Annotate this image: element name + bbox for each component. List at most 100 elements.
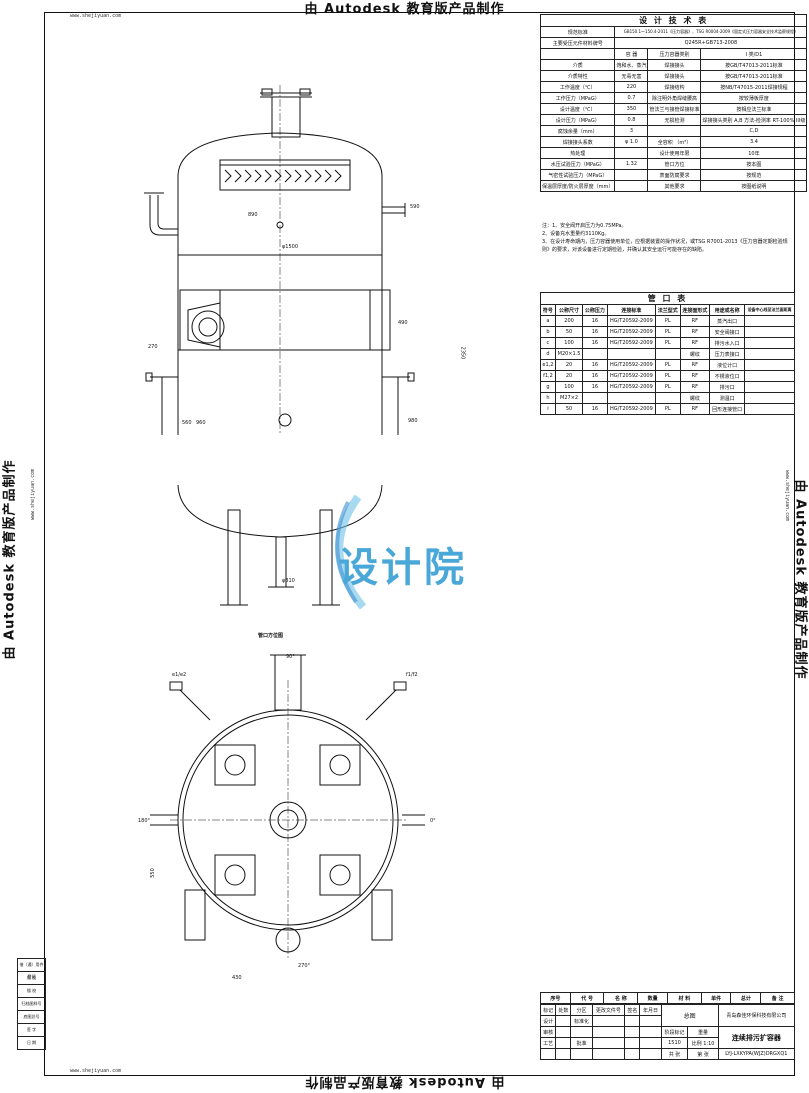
design-notes: 注：1、安全阀开启压力为0.75MPa。 2、设备充水重量约3110Kg。 3、…: [542, 222, 792, 254]
nozzle-cell: 16: [583, 327, 607, 338]
nozzle-cell: [607, 393, 656, 404]
nozzle-cell: 16: [583, 338, 607, 349]
nozzle-cell: 液位计口: [710, 360, 745, 371]
dim-right-top: 590: [410, 204, 420, 210]
nozzle-table: 管 口 表 符号公称尺寸公称压力连接标准法兰型式连接面形式用途或名称设备中心线至…: [540, 292, 795, 415]
nozzle-cell: [583, 393, 607, 404]
nozzle-cell: 回形连接管口: [710, 404, 745, 415]
nozzle-cell: c: [541, 338, 556, 349]
nozzle-cell: [745, 327, 795, 338]
nozzle-cell: [745, 316, 795, 327]
nozzle-cell: 100: [555, 382, 582, 393]
nozzle-cell: HG/T20592-2009: [607, 371, 656, 382]
site-url-top-left: www.shejiyuan.com: [70, 13, 121, 19]
nozzle-cell: 不锈液位口: [710, 371, 745, 382]
nozzle-cell: 16: [583, 382, 607, 393]
dim-right-mid: 490: [398, 320, 408, 326]
site-url-right: www.shejiyuan.com: [784, 470, 790, 521]
nozzle-cell: RF: [680, 404, 710, 415]
nozzle-cell: PL: [656, 382, 680, 393]
nozzle-cell: e1,2: [541, 360, 556, 371]
dim-left-inlet: 270: [148, 344, 158, 350]
nozzle-cell: h: [541, 393, 556, 404]
nozzle-cell: 20: [555, 360, 582, 371]
nozzle-cell: [745, 393, 795, 404]
dim-orientation-width: 430: [232, 975, 242, 981]
nozzle-cell: RF: [680, 382, 710, 393]
nozzle-cell: M27×2: [555, 393, 582, 404]
nozzle-cell: 16: [583, 316, 607, 327]
nozzle-cell: RF: [680, 360, 710, 371]
site-url-bottom-left: www.shejiyuan.com: [70, 1068, 121, 1074]
drawing-number: LYJ-LXKYPA(WJZ)DRGXQ1: [718, 1049, 794, 1060]
nozzle-cell: RF: [680, 316, 710, 327]
nozzle-cell: b: [541, 327, 556, 338]
tech-table-title: 设 计 技 术 表: [541, 15, 807, 27]
nozzle-cell: 16: [583, 404, 607, 415]
dim-total-height: 2350: [459, 347, 465, 360]
nozzle-cell: PL: [656, 360, 680, 371]
nozzle-cell: RF: [680, 338, 710, 349]
nozzle-cell: 100: [555, 338, 582, 349]
nozzle-cell: RF: [680, 371, 710, 382]
nozzle-cell: [745, 349, 795, 360]
nozzle-cell: HG/T20592-2009: [607, 327, 656, 338]
nozzle-cell: 螺纹: [680, 349, 710, 360]
nozzle-cell: HG/T20592-2009: [607, 404, 656, 415]
nozzle-cell: PL: [656, 404, 680, 415]
parts-header-row: 序号代 号名 称数量材 料单件总计备 注: [540, 992, 795, 1004]
nozzle-cell: 蒸汽出口: [710, 316, 745, 327]
nozzle-cell: [656, 349, 680, 360]
nozzle-cell: PL: [656, 338, 680, 349]
site-url-left: www.shejiyuan.com: [30, 469, 36, 520]
dim-right-gauge: 980: [408, 418, 418, 424]
nozzle-cell: PL: [656, 316, 680, 327]
nozzle-cell: [745, 360, 795, 371]
vessel-elevation-drawing: [120, 85, 440, 435]
dim-left-gauge: 560: [182, 420, 192, 426]
angle-90: 90°: [286, 654, 295, 660]
nozzle-tag-e: e1/e2: [172, 672, 186, 678]
nozzle-cell: HG/T20592-2009: [607, 338, 656, 349]
nozzle-cell: 压力表接口: [710, 349, 745, 360]
nozzle-cell: [745, 382, 795, 393]
nozzle-cell: [745, 404, 795, 415]
nozzle-cell: 200: [555, 316, 582, 327]
nozzle-cell: PL: [656, 327, 680, 338]
dim-left-gauge-b: 960: [196, 420, 206, 426]
nozzle-cell: [656, 393, 680, 404]
nozzle-cell: [745, 371, 795, 382]
nozzle-cell: PL: [656, 371, 680, 382]
dim-orientation-height: 550: [150, 868, 156, 878]
company-name: 青岛森佳环保科技有限公司: [718, 1005, 794, 1027]
side-stamp-table: 借（通）用件登记 描 图 描 校 归档图样号 底图总号 签 字 日 期: [17, 958, 46, 1050]
nozzle-cell: 排污口: [710, 382, 745, 393]
nozzle-cell: 20: [555, 371, 582, 382]
nozzle-table-header: 符号公称尺寸公称压力连接标准法兰型式连接面形式用途或名称设备中心线至法兰面距离: [541, 305, 795, 316]
nozzle-cell: RF: [680, 327, 710, 338]
nozzle-cell: 螺纹: [680, 393, 710, 404]
nozzle-cell: 16: [583, 360, 607, 371]
nozzle-cell: g: [541, 382, 556, 393]
orientation-view-title: 管口方位图: [258, 632, 283, 639]
nozzle-cell: HG/T20592-2009: [607, 382, 656, 393]
angle-270: 270°: [298, 963, 310, 969]
nozzle-cell: 50: [555, 327, 582, 338]
nozzle-tag-f: f1/f2: [406, 672, 418, 678]
nozzle-table-title: 管 口 表: [541, 293, 795, 305]
drawing-name: 总图: [661, 1005, 718, 1027]
nozzle-cell: a: [541, 316, 556, 327]
nozzle-cell: 排污水入口: [710, 338, 745, 349]
autodesk-stamp-bottom: 由 Autodesk 教育版产品制作: [0, 1074, 809, 1093]
angle-0: 0°: [430, 818, 436, 824]
nozzle-cell: M20×1.5: [555, 349, 582, 360]
nozzle-cell: HG/T20592-2009: [607, 316, 656, 327]
nozzle-cell: [607, 349, 656, 360]
nozzle-cell: 50: [555, 404, 582, 415]
